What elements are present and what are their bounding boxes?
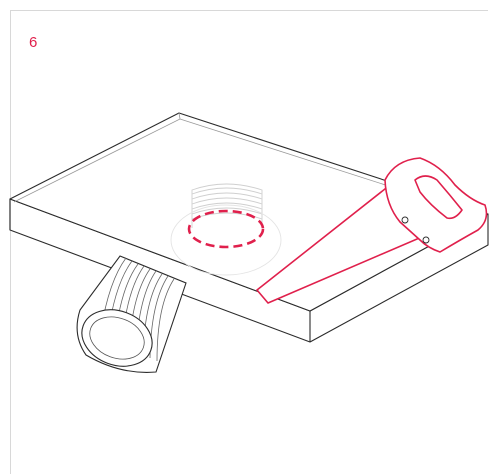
instruction-illustration [0,0,490,475]
